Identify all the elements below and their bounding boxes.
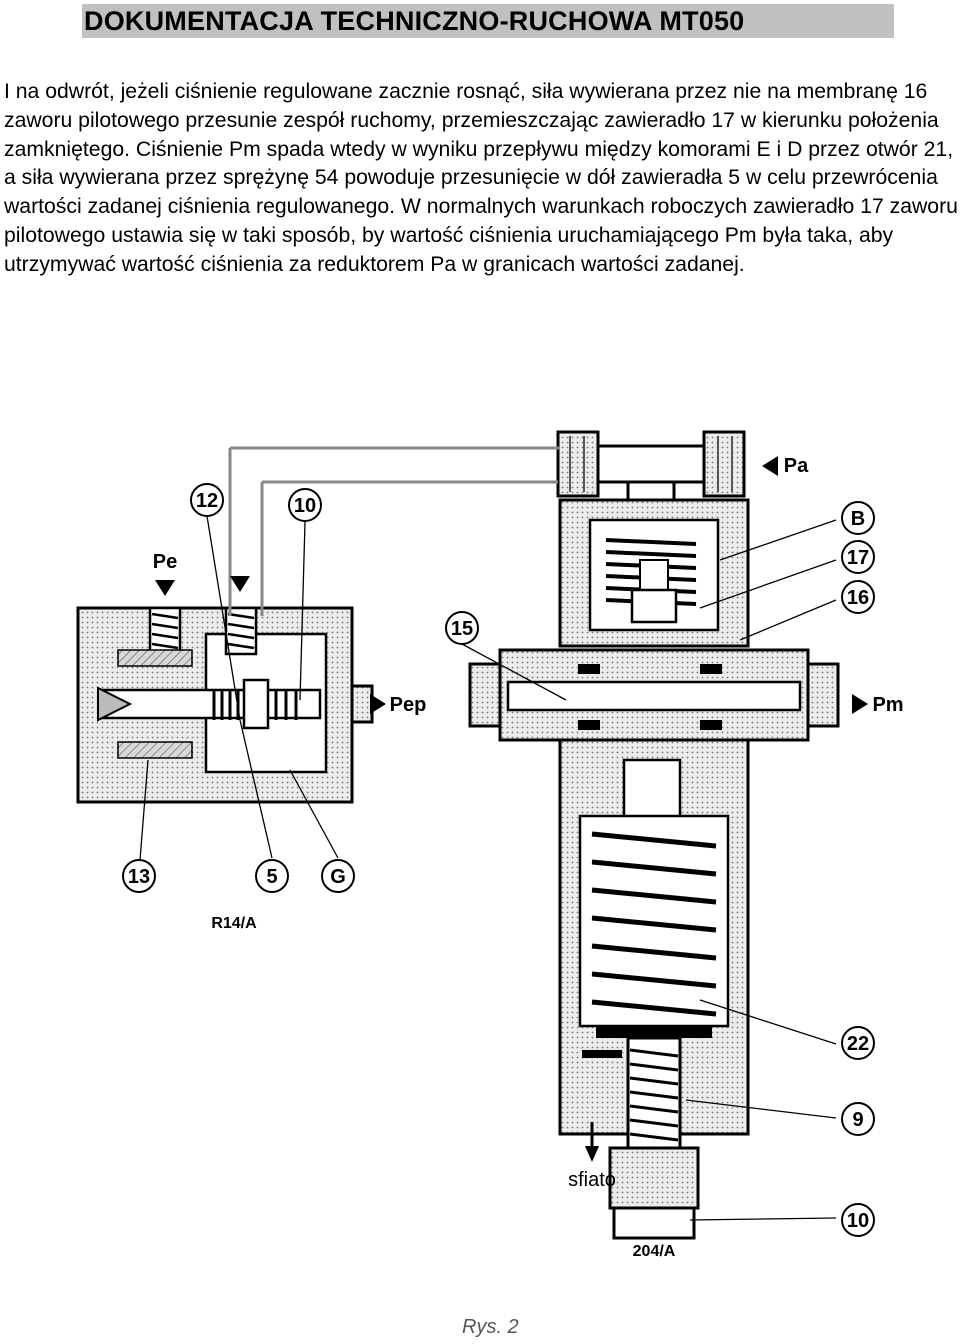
callout-5: 5 [266,866,277,888]
pilot-lines [228,446,560,616]
figure-caption: Rys. 2 [462,1316,519,1338]
label-pa: Pa [784,455,809,477]
label-pm: Pm [872,694,903,716]
body-paragraph: I na odwrót, jeżeli ciśnienie regulowane… [4,80,958,276]
callout-g: G [330,866,346,888]
arrow-pe-icon [155,580,175,596]
diagram-labels: 12 10 Pe 15 Pep Pa B 17 16 Pm 13 5 G R14… [128,455,904,1260]
pilot-valve [76,606,374,804]
callout-12: 12 [196,490,218,512]
page-title: DOKUMENTACJA TECHNICZNO-RUCHOWA MT050 [84,6,745,36]
arrow-pilot-icon [230,576,250,592]
leader-lines [139,515,837,1221]
callouts [122,483,875,1237]
regulator-body [468,430,840,1240]
arrow-sfiato-icon [585,1146,599,1162]
callout-13: 13 [128,866,150,888]
arrow-pa-icon [762,456,778,476]
callout-16: 16 [847,587,869,609]
flow-arrows [155,456,868,1162]
label-204a: 204/A [633,1243,676,1260]
callout-15: 15 [451,618,473,640]
document-header: DOKUMENTACJA TECHNICZNO-RUCHOWA MT050 [82,4,894,38]
callout-22: 22 [847,1033,869,1055]
callout-17: 17 [847,547,869,569]
callout-9: 9 [852,1109,863,1131]
arrow-pep-icon [370,694,386,714]
label-sfiato: sfiato [568,1169,616,1191]
label-pep: Pep [390,694,427,716]
valve-diagram: 12 10 Pe 15 Pep Pa B 17 16 Pm 13 5 G R14… [76,430,904,1260]
arrow-pm-icon [852,694,868,714]
label-r14a: R14/A [211,915,257,932]
callout-10-bottom: 10 [847,1210,869,1232]
callout-b: B [851,508,865,530]
label-pe: Pe [153,551,177,573]
callout-10-top: 10 [294,495,316,517]
